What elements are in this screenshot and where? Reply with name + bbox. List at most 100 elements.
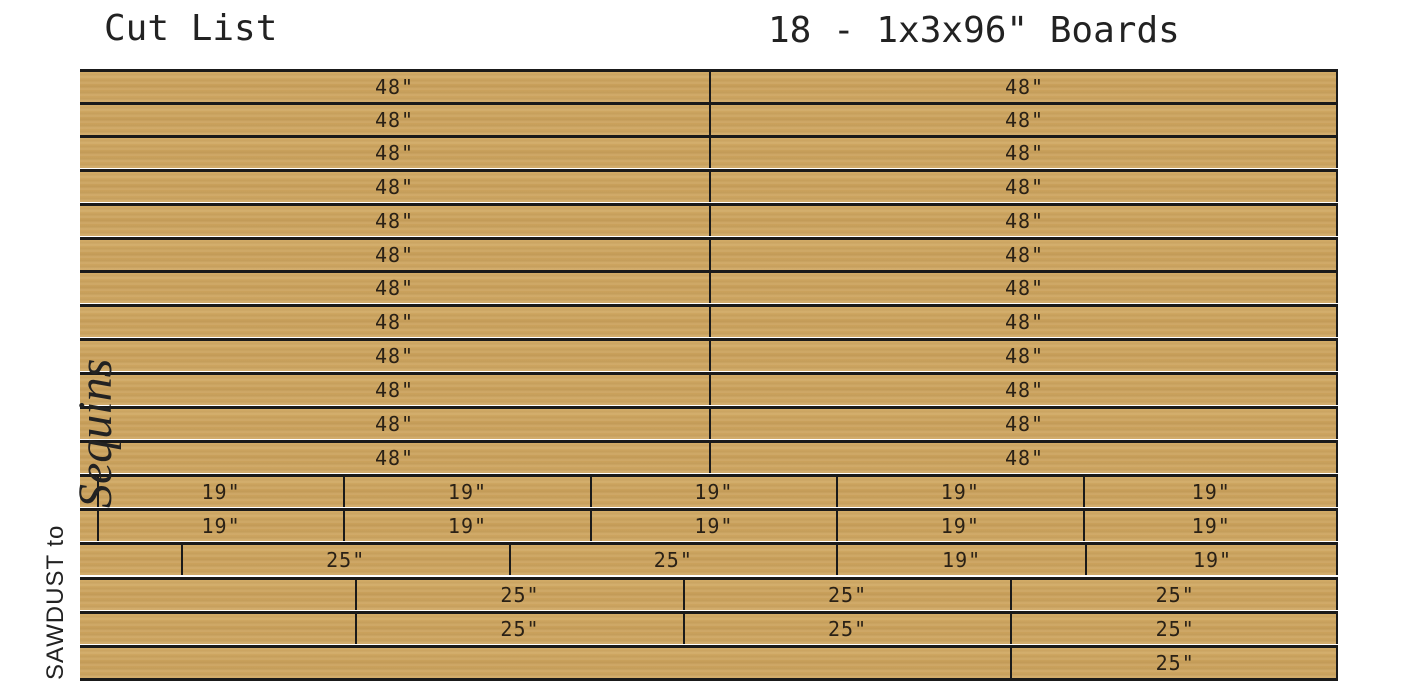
board-end <box>1336 477 1338 507</box>
brand-logo-line1: SAWDUST to <box>42 524 69 680</box>
cut-length-label: 19" <box>201 480 241 504</box>
scrap-piece <box>80 545 181 575</box>
cut-piece: 48" <box>80 72 709 102</box>
board-14: 19" 19" 19" 19" 19" <box>80 508 1338 541</box>
cut-piece: 48" <box>80 273 709 303</box>
board-end <box>1336 511 1338 541</box>
board-4: 48" 48" <box>80 169 1338 202</box>
board-end <box>1336 375 1338 405</box>
cut-length-label: 48" <box>374 276 415 300</box>
board-10: 48" 48" <box>80 372 1338 405</box>
cut-length-label: 19" <box>447 480 488 504</box>
cut-length-label: 48" <box>1004 209 1045 233</box>
cut-piece: 48" <box>80 375 709 405</box>
cut-piece: 25" <box>682 580 1011 610</box>
cut-piece: 25" <box>355 580 683 610</box>
cut-length-label: 19" <box>201 514 241 538</box>
cut-piece: 48" <box>709 273 1338 303</box>
cut-piece: 19" <box>343 477 589 507</box>
cut-piece: 19" <box>1082 511 1338 541</box>
board-end <box>1336 273 1338 303</box>
cut-piece: 48" <box>80 240 709 270</box>
board-1: 48" 48" <box>80 69 1338 102</box>
cut-length-label: 25" <box>326 548 366 572</box>
board-9: 48" 48" <box>80 338 1338 371</box>
cut-piece: 25" <box>682 614 1011 644</box>
cut-length-label: 48" <box>374 412 415 436</box>
board-end <box>1336 409 1338 439</box>
board-12: 48" 48" <box>80 440 1338 473</box>
cut-length-label: 48" <box>374 141 415 165</box>
cut-piece: 25" <box>180 545 509 575</box>
cut-length-label: 19" <box>447 514 488 538</box>
cut-length-label: 48" <box>374 344 415 368</box>
scrap-piece <box>80 648 1010 678</box>
cut-length-label: 19" <box>1191 514 1231 538</box>
board-7: 48" 48" <box>80 270 1338 303</box>
cut-piece: 25" <box>1010 614 1338 644</box>
board-end <box>1336 172 1338 202</box>
cut-length-label: 48" <box>1004 412 1045 436</box>
cut-piece: 19" <box>1085 545 1338 575</box>
cut-piece: 48" <box>709 105 1338 135</box>
cut-length-label: 19" <box>694 514 734 538</box>
board-end <box>1336 443 1338 473</box>
cut-piece: 48" <box>709 72 1338 102</box>
cut-piece: 48" <box>709 443 1338 473</box>
cut-piece: 48" <box>80 138 709 168</box>
board-end <box>1336 138 1338 168</box>
cut-piece: 48" <box>709 172 1338 202</box>
cut-length-label: 48" <box>1004 108 1045 132</box>
cut-piece: 19" <box>589 477 836 507</box>
scrap-piece <box>80 580 355 610</box>
cut-length-label: 48" <box>374 310 415 334</box>
board-6: 48"48" <box>80 237 1338 270</box>
cut-piece: 48" <box>709 375 1338 405</box>
brand-logo-line2: Sequins <box>69 358 122 508</box>
scrap-piece <box>80 511 97 541</box>
cut-piece: 48" <box>709 240 1338 270</box>
board-3: 48" 48" <box>80 135 1338 168</box>
cut-length-label: 48" <box>374 75 415 99</box>
cut-piece: 25" <box>355 614 683 644</box>
board-end <box>1336 648 1338 678</box>
cut-length-label: 19" <box>940 514 980 538</box>
cut-length-label: 19" <box>940 480 980 504</box>
board-end <box>1336 105 1338 135</box>
cut-length-label: 19" <box>694 480 734 504</box>
cut-piece: 48" <box>80 409 709 439</box>
cut-length-label: 48" <box>1004 446 1045 470</box>
board-end <box>1336 614 1338 644</box>
cut-length-label: 48" <box>1004 175 1045 199</box>
cut-piece: 48" <box>709 409 1338 439</box>
board-end <box>1336 307 1338 337</box>
cut-piece: 48" <box>709 341 1338 371</box>
cut-piece: 19" <box>836 511 1082 541</box>
cut-length-label: 25" <box>500 617 540 641</box>
cut-length-label: 25" <box>828 583 868 607</box>
board-13: 19" 19" 19" 19" 19" <box>80 474 1338 507</box>
board-16: 25" 25" 25" <box>80 577 1338 610</box>
cut-piece: 48" <box>709 138 1338 168</box>
board-stack: 48"48"48"48"48"48"48"48"48"48"48"48"48"4… <box>80 69 1338 688</box>
cut-length-label: 19" <box>1191 480 1231 504</box>
cut-piece: 19" <box>96 477 343 507</box>
scrap-piece <box>80 614 355 644</box>
cut-length-label: 25" <box>1155 651 1195 675</box>
cut-length-label: 25" <box>828 617 868 641</box>
cut-piece: 19" <box>96 511 343 541</box>
board-end <box>1336 545 1338 575</box>
cut-length-label: 25" <box>500 583 540 607</box>
cut-length-label: 48" <box>374 209 415 233</box>
cut-length-label: 25" <box>1155 583 1195 607</box>
cut-length-label: 19" <box>1192 548 1233 572</box>
cut-piece: 19" <box>836 477 1082 507</box>
cut-length-label: 48" <box>1004 141 1045 165</box>
cut-piece: 19" <box>836 545 1085 575</box>
board-17: 25" 25" 25" <box>80 611 1338 644</box>
board-count-title: 18 - 1x3x96" Boards <box>768 10 1180 51</box>
cut-piece: 48" <box>80 443 709 473</box>
cut-length-label: 48" <box>374 378 415 402</box>
cut-length-label: 48" <box>374 175 415 199</box>
cut-length-label: 48" <box>1004 310 1045 334</box>
